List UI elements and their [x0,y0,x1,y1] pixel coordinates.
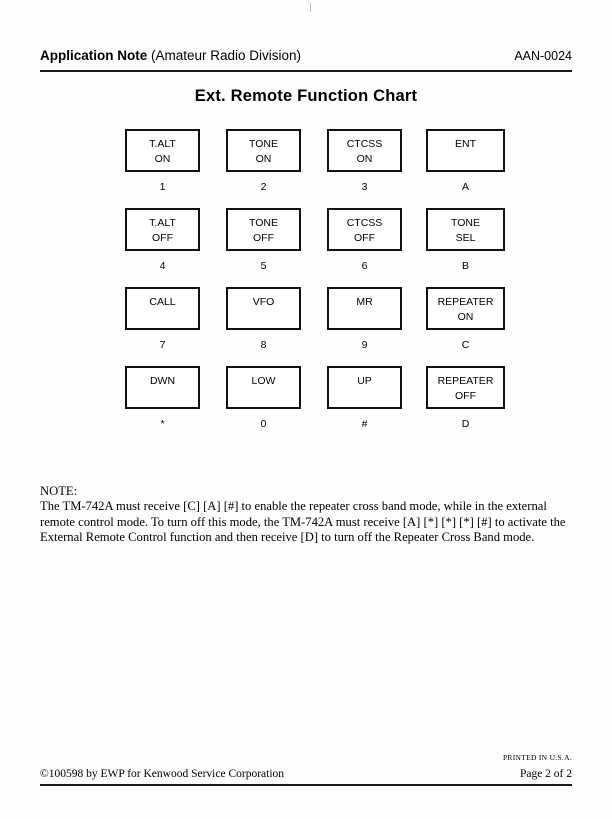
keypad-cell[interactable]: VFO 8 [226,287,301,351]
key-box[interactable]: T.ALT ON [125,129,200,172]
keypad-row: T.ALT ON 1 TONE ON 2 CTCSS ON 3 [125,129,505,208]
key-label-line: OFF [253,232,274,244]
key-label-line: SEL [455,232,476,244]
key-box[interactable]: ENT [426,129,505,172]
key-number: 5 [260,260,267,272]
key-box[interactable]: VFO [226,287,301,330]
page-number: Page 2 of 2 [519,768,572,780]
printed-in-label: PRINTED IN U.S.A. [502,753,572,762]
key-number: 8 [260,339,267,351]
keypad-cell[interactable]: MR 9 [327,287,402,351]
keypad-cell[interactable]: UP # [327,366,402,430]
key-number: # [361,418,368,430]
note-text: The TM-742A must receive [C] [A] [#] to … [40,499,566,545]
key-label-line: T.ALT [149,217,176,229]
keypad-cell[interactable]: TONE ON 2 [226,129,301,193]
keypad-cell[interactable]: DWN * [125,366,200,430]
page-title: Ext. Remote Function Chart [194,87,418,105]
keypad-cell[interactable]: T.ALT OFF 4 [125,208,200,272]
key-label-line: TONE [249,138,278,150]
key-label-line: MR [356,296,373,308]
key-box[interactable]: CTCSS OFF [327,208,402,251]
key-box[interactable]: CTCSS ON [327,129,402,172]
keypad-cell[interactable]: REPEATER OFF D [426,366,505,430]
key-label-line: OFF [152,232,173,244]
keypad-cell[interactable]: CALL 7 [125,287,200,351]
keypad-cell[interactable]: CTCSS ON 3 [327,129,402,193]
key-number: A [461,181,469,193]
key-box[interactable]: CALL [125,287,200,330]
key-label-line: ENT [455,138,476,150]
footer-divider [40,784,572,786]
key-number: 3 [361,181,368,193]
key-label-line: OFF [354,232,375,244]
key-label-line: T.ALT [149,138,176,150]
key-box[interactable]: REPEATER OFF [426,366,505,409]
key-box[interactable]: UP [327,366,402,409]
keypad-row: CALL 7 VFO 8 MR 9 REPEATER ON [125,287,505,366]
key-label-line: DWN [149,375,176,387]
key-label-line: UP [357,375,372,387]
key-label-line: ON [154,153,171,165]
key-label-line: CALL [149,296,176,308]
key-box[interactable]: TONE ON [226,129,301,172]
key-label-line: REPEATER [437,296,494,308]
note-block: NOTE: The TM-742A must receive [C] [A] [… [40,484,574,546]
keypad-cell[interactable]: TONE SEL B [426,208,505,272]
keypad-row: DWN * LOW 0 UP # REPEATER OFF [125,366,505,445]
key-label-line: ON [356,153,373,165]
key-label-line: CTCSS [346,138,383,150]
key-number: 9 [361,339,368,351]
page-header: Application Note (Amateur Radio Division… [40,48,572,63]
key-label-line: LOW [251,375,276,387]
copyright-text: ©100598 by EWP for Kenwood Service Corpo… [40,768,285,780]
keypad-cell[interactable]: TONE OFF 5 [226,208,301,272]
key-box[interactable]: DWN [125,366,200,409]
document-code: AAN-0024 [514,49,572,63]
key-number: 2 [260,181,267,193]
keypad-cell[interactable]: CTCSS OFF 6 [327,208,402,272]
key-label-line: TONE [249,217,278,229]
key-number: 7 [159,339,166,351]
key-box[interactable]: TONE OFF [226,208,301,251]
key-box[interactable]: T.ALT OFF [125,208,200,251]
key-number: 4 [159,260,166,272]
header-divider [40,70,572,72]
keypad-cell[interactable]: REPEATER ON C [426,287,505,351]
key-label-line: CTCSS [346,217,383,229]
key-number: 1 [159,181,166,193]
key-box[interactable]: TONE SEL [426,208,505,251]
page-footer: ©100598 by EWP for Kenwood Service Corpo… [40,768,572,780]
keypad-cell[interactable]: ENT A [426,129,505,193]
keypad-cell[interactable]: T.ALT ON 1 [125,129,200,193]
keypad-chart: T.ALT ON 1 TONE ON 2 CTCSS ON 3 [125,129,505,445]
key-label-line: TONE [451,217,480,229]
key-box[interactable]: LOW [226,366,301,409]
key-box[interactable]: REPEATER ON [426,287,505,330]
key-number: 0 [260,418,267,430]
key-number: * [160,418,165,430]
key-box[interactable]: MR [327,287,402,330]
header-title: Application Note (Amateur Radio Division… [40,48,301,63]
key-number: B [461,260,469,272]
key-label-line: OFF [455,390,476,402]
header-title-rest: (Amateur Radio Division) [147,48,302,63]
key-label-line: ON [255,153,272,165]
key-label-line: ON [457,311,474,323]
key-label-line: REPEATER [437,375,494,387]
key-label-line: VFO [252,296,275,308]
note-label: NOTE: [40,484,78,498]
keypad-cell[interactable]: LOW 0 [226,366,301,430]
header-title-strong: Application Note [40,48,148,63]
keypad-row: T.ALT OFF 4 TONE OFF 5 CTCSS OFF 6 [125,208,505,287]
scan-artifact [310,3,311,12]
key-number: 6 [361,260,368,272]
key-number: C [461,339,470,351]
key-number: D [461,418,470,430]
